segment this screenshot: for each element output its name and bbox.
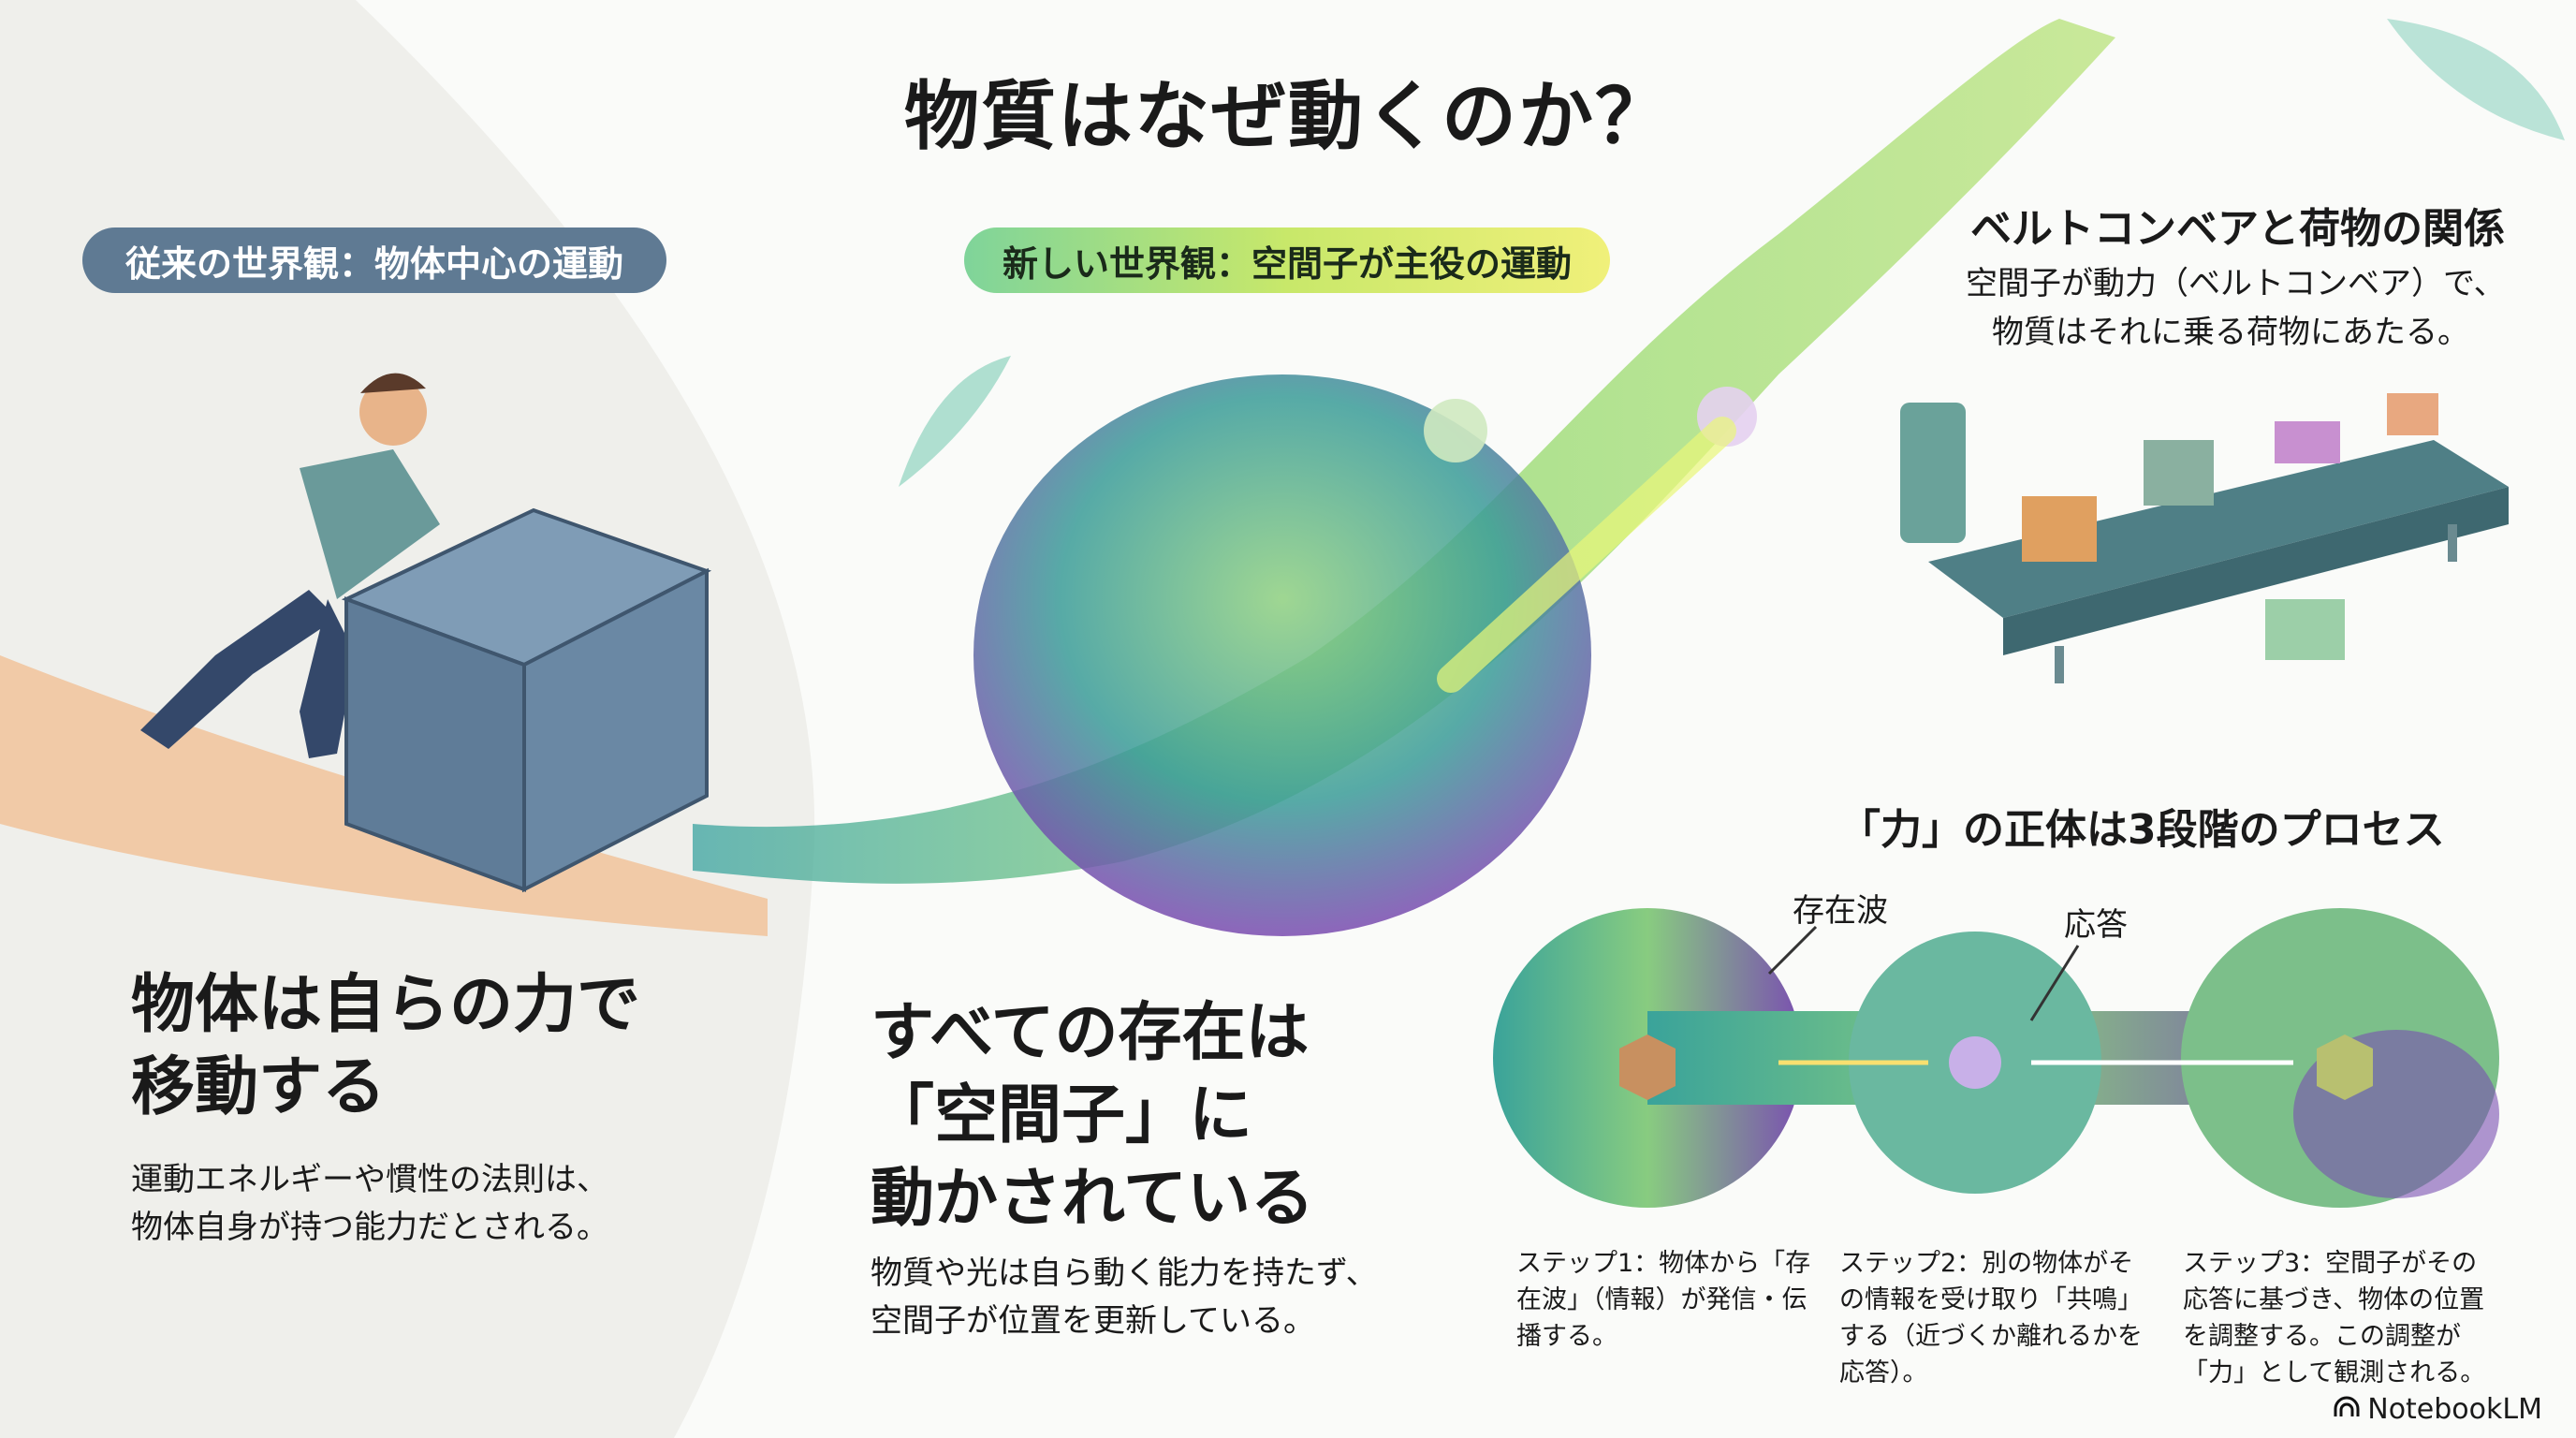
- teal-leaf: [2387, 19, 2565, 140]
- conveyor-line-2: 物質はそれに乗る荷物にあたる。: [1992, 314, 2469, 351]
- old-worldview-heading: 物体は自らの力で 移動する: [131, 968, 641, 1125]
- notebooklm-logo-icon: [2334, 1393, 2360, 1426]
- new-worldview-heading: すべての存在は 「空間子」に 動かされている: [871, 996, 1314, 1236]
- man-pushing-box-illustration: [140, 373, 440, 758]
- step-2-text: ステップ2：別の物体がその情報を受け取り「共鳴」する（近づくか離れるかを応答）。: [1839, 1249, 2143, 1388]
- brand-text: NotebookLM: [2367, 1393, 2542, 1426]
- conveyor-line-1: 空間子が動力（ベルトコンベア）で、: [1966, 265, 2506, 302]
- process-heading: 「力」の正体は3段階のプロセス: [1839, 806, 2445, 854]
- space-particle-sphere: [973, 374, 1591, 936]
- step-1-text: ステップ1：物体から「存在波」（情報）が発信・伝播する。: [1516, 1249, 1811, 1352]
- new-worldview-description: 物質や光は自ら動く能力を持たず、 空間子が位置を更新している。: [871, 1255, 1378, 1340]
- notebooklm-brand: NotebookLM: [2334, 1393, 2542, 1426]
- box-illustration: [341, 507, 712, 893]
- step-3-text: ステップ3：空間子がその応答に基づき、物体の位置を調整する。この調整が「力」とし…: [2183, 1249, 2486, 1388]
- page-title: 物質はなぜ動くのか？: [904, 73, 1672, 160]
- conveyor-belt-illustration: [1900, 393, 2509, 683]
- process-diagram: [1493, 908, 2499, 1208]
- old-worldview-pill: 従来の世界観：物体中心の運動: [82, 227, 666, 293]
- new-worldview-pill: 新しい世界観：空間子が主役の運動: [964, 227, 1610, 293]
- old-worldview-description: 運動エネルギーや慣性の法則は、 物体自身が持つ能力だとされる。: [131, 1161, 608, 1246]
- conveyor-heading: ベルトコンベアと荷物の関係: [1970, 205, 2506, 253]
- particle-ball: [1424, 399, 1487, 462]
- existence-wave-label: 存在波: [1793, 892, 1888, 930]
- response-label: 応答: [2064, 906, 2128, 944]
- particle-trail: [1437, 417, 1736, 693]
- teal-leaf: [899, 356, 1011, 487]
